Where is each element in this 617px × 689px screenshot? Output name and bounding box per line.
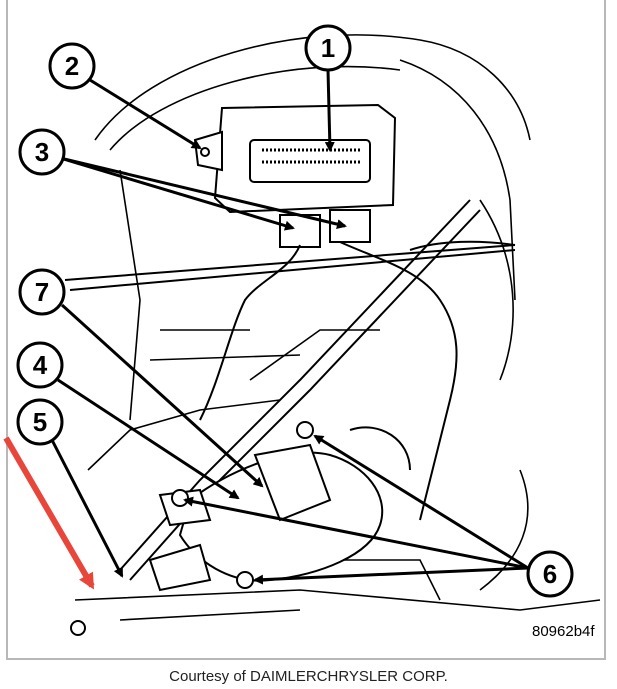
leader-4 (57, 378, 240, 500)
leader-lines (50, 69, 529, 585)
actuator-assembly-drawing (70, 421, 384, 636)
callout-6-label: 6 (543, 559, 557, 589)
callout-3-label: 3 (35, 137, 49, 167)
leader-6a (183, 496, 529, 570)
callout-5-label: 5 (33, 407, 47, 437)
leader-5 (50, 439, 124, 578)
leader-6c (253, 566, 529, 585)
figure-code: 80962b4f (532, 623, 595, 640)
callout-5: 5 (16, 398, 64, 446)
leader-3a (59, 156, 295, 231)
callout-2-label: 2 (65, 51, 79, 81)
leader-6b (313, 434, 529, 570)
callout-3: 3 (18, 128, 66, 176)
callout-7: 7 (18, 268, 66, 316)
callout-6: 6 (526, 550, 574, 598)
callout-1-label: 1 (321, 33, 335, 63)
control-module-drawing (193, 103, 397, 248)
callout-4-label: 4 (33, 350, 48, 380)
callout-1: 1 (304, 24, 352, 72)
callout-4: 4 (16, 341, 64, 389)
highlight-arrow (3, 436, 95, 590)
callout-2: 2 (48, 42, 96, 90)
leader-3b (59, 156, 347, 230)
callout-7-label: 7 (35, 277, 49, 307)
leader-2 (89, 78, 202, 150)
wiring-harness-drawing (64, 199, 516, 581)
leader-1 (324, 69, 335, 152)
leader-7 (60, 303, 264, 488)
figure-caption: Courtesy of DAIMLERCHRYSLER CORP. (169, 668, 448, 685)
figure-border (6, 0, 606, 660)
